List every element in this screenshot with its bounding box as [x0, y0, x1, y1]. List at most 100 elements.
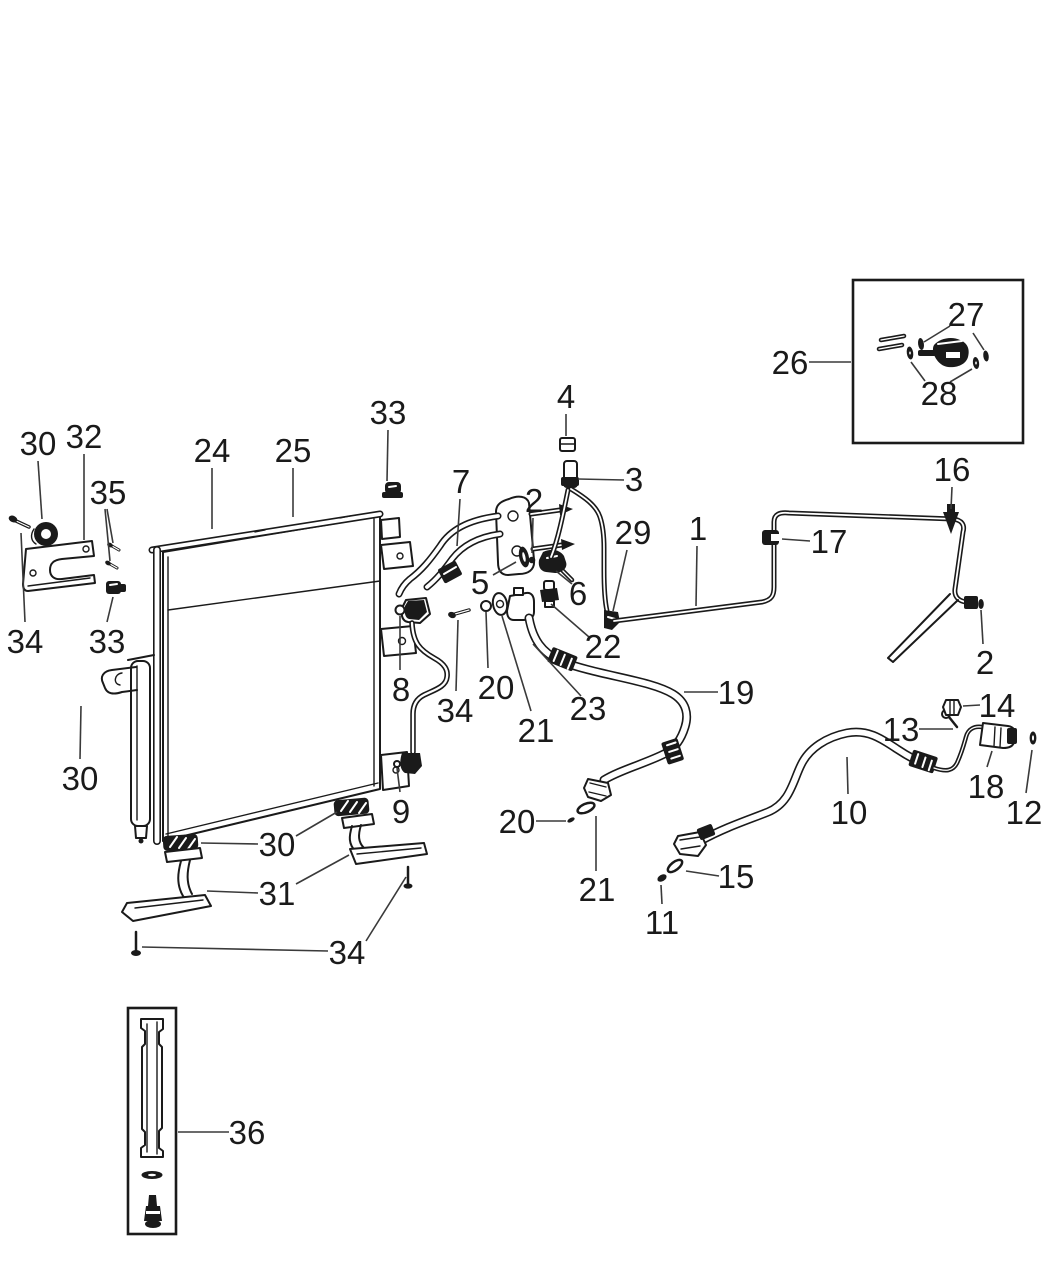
leader-part-30-9 — [200, 842, 259, 845]
callout-part-4-15: 4 — [557, 378, 575, 415]
leader-part-34-30 — [455, 619, 459, 692]
callout-part-10-39: 10 — [831, 794, 868, 831]
leader-part-29-21 — [612, 549, 628, 612]
valve-kit-inset-box — [851, 278, 1025, 445]
leader-part-15-37 — [685, 870, 720, 877]
leader-part-31-10 — [206, 890, 259, 894]
valve-kit-contents-drawing — [876, 333, 989, 369]
leader-part-33-4 — [106, 596, 114, 623]
callout-part-21-32: 21 — [518, 712, 555, 749]
leader-part-28-27 — [949, 368, 973, 383]
junction-fittings-drawing — [480, 546, 575, 621]
leader-part-2-14 — [531, 517, 534, 554]
callout-part-36-12: 36 — [229, 1114, 266, 1151]
callout-part-17-24: 17 — [811, 523, 848, 560]
callout-part-9-33: 9 — [392, 793, 410, 830]
callout-part-15-37: 15 — [718, 858, 755, 895]
callout-part-2-14: 2 — [525, 482, 543, 519]
discharge-hose-10-drawing — [657, 699, 1037, 882]
leader-part-23-20 — [532, 643, 582, 697]
leader-part-22-19 — [550, 603, 590, 638]
callout-part-11-38: 11 — [645, 904, 679, 941]
leader-part-33-8 — [386, 429, 389, 482]
leader-part-6-18 — [555, 570, 573, 585]
callout-part-16-23: 16 — [934, 451, 971, 488]
leader-part-11-38 — [660, 884, 663, 905]
fitting-18-drawing — [979, 722, 1017, 749]
callout-part-25-7: 25 — [275, 432, 312, 469]
leader-part-30-5 — [79, 705, 82, 760]
screws-35-drawing — [105, 542, 121, 570]
leader-part-16-23 — [950, 486, 953, 510]
leader-part-28-27 — [910, 361, 926, 382]
leader-part-21-32 — [501, 615, 532, 712]
callout-part-20-35: 20 — [499, 803, 536, 840]
callout-leaders — [20, 325, 1033, 1133]
callout-part-8-29: 8 — [392, 671, 410, 708]
leader-part-27-26 — [972, 332, 985, 351]
leader-part-9-33 — [396, 767, 401, 793]
callout-part-5-17: 5 — [471, 564, 489, 601]
liquid-line-1-drawing — [604, 504, 984, 663]
callout-part-30-5: 30 — [62, 760, 99, 797]
callout-part-13-40: 13 — [883, 711, 920, 748]
callout-part-18-42: 18 — [968, 768, 1005, 805]
callout-part-32-1: 32 — [66, 418, 103, 455]
callout-part-19-34: 19 — [718, 674, 755, 711]
diagram-artwork — [8, 333, 1037, 1228]
leader-part-31-10 — [295, 854, 350, 885]
upper-bracket-32-drawing — [8, 515, 126, 594]
cap-14-drawing — [942, 699, 962, 716]
callout-part-1-22: 1 — [689, 510, 707, 547]
callout-part-26-25: 26 — [772, 344, 809, 381]
leader-part-18-42 — [986, 750, 993, 768]
callout-part-12-43: 12 — [1006, 794, 1043, 831]
callout-part-28-27: 28 — [921, 375, 958, 412]
callout-part-7-13: 7 — [452, 463, 470, 500]
callout-part-30-9: 30 — [259, 826, 296, 863]
callout-part-34-11: 34 — [329, 934, 366, 971]
leader-part-7-13 — [456, 498, 461, 547]
callout-part-35-2: 35 — [90, 474, 127, 511]
callout-part-34-3: 34 — [7, 623, 44, 660]
clip-17-drawing — [762, 530, 779, 545]
leader-part-2-28 — [980, 609, 984, 645]
nut-33-top-drawing — [382, 482, 403, 498]
callout-part-31-10: 31 — [259, 875, 296, 912]
callout-part-23-20: 23 — [570, 690, 607, 727]
callout-part-20-31: 20 — [478, 669, 515, 706]
condenser-drawing — [148, 510, 417, 845]
fitting-6-drawing — [538, 549, 575, 583]
drier-kit-inset-box — [126, 1006, 178, 1236]
callout-part-33-8: 33 — [370, 394, 407, 431]
leader-part-20-31 — [485, 611, 489, 669]
callout-part-21-36: 21 — [579, 871, 616, 908]
leader-part-17-24 — [781, 538, 811, 542]
leader-part-30-0 — [37, 460, 43, 520]
callout-part-14-41: 14 — [979, 687, 1016, 724]
leader-part-34-3 — [20, 532, 26, 623]
hose-manifold-7-drawing — [394, 495, 575, 624]
callout-part-33-4: 33 — [89, 623, 126, 660]
tube-3-drawing — [548, 437, 610, 614]
pressure-switch-22-drawing — [540, 580, 559, 608]
fitting-33-left-drawing — [106, 581, 126, 594]
lower-mounts-drawing — [121, 797, 428, 956]
callout-part-6-18: 6 — [569, 575, 587, 612]
leader-part-27-26 — [923, 325, 951, 343]
leader-part-35-2 — [104, 508, 111, 562]
tube-8-drawing — [393, 608, 471, 774]
callout-part-34-30: 34 — [437, 692, 474, 729]
callout-part-3-16: 3 — [625, 461, 643, 498]
drier-kit-contents-drawing — [140, 1018, 164, 1228]
callout-part-22-19: 22 — [585, 628, 622, 665]
leader-part-35-2 — [106, 508, 114, 544]
callout-part-24-6: 24 — [194, 432, 231, 469]
leader-part-1-22 — [695, 545, 698, 607]
suction-hose-19-drawing — [524, 613, 692, 823]
inset-boxes — [126, 278, 1025, 1236]
leader-part-5-17 — [492, 561, 517, 576]
